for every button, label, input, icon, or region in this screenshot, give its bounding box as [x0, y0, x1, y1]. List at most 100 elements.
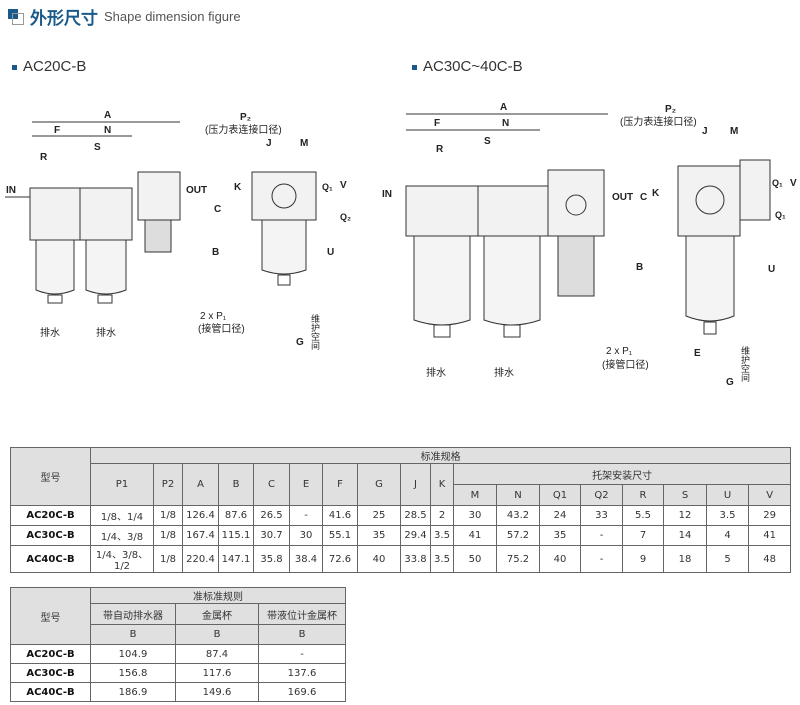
value-cell: 29.4 [400, 525, 431, 546]
model-cell: AC40C-B [10, 682, 91, 702]
value-cell: 104.9 [90, 644, 176, 664]
value-cell: 30 [289, 525, 323, 546]
value-cell: 115.1 [218, 525, 254, 546]
svg-text:R: R [40, 152, 48, 163]
value-cell: 4 [706, 525, 749, 546]
value-cell: 1/4、3/8 [90, 525, 154, 546]
value-cell: 5.5 [622, 505, 664, 526]
svg-text:Q₁: Q₁ [322, 182, 333, 192]
value-cell: 1/4、3/8、1/2 [90, 545, 154, 573]
ac30c-40c-drawing: A F N S R P₂ (压力表连接口径) IN OUT C K B J M … [382, 102, 797, 388]
svg-text:2 x P₁: 2 x P₁ [606, 346, 633, 357]
svg-text:J: J [702, 126, 708, 137]
value-cell: 55.1 [322, 525, 358, 546]
svg-text:P₂: P₂ [665, 104, 676, 115]
value-cell: 41 [453, 525, 497, 546]
svg-text:(压力表连接口径): (压力表连接口径) [205, 123, 282, 136]
value-cell: 1/8 [153, 545, 183, 573]
right-drawing-title: AC30C~40C-B [412, 58, 523, 75]
value-cell: 28.5 [400, 505, 431, 526]
svg-text:OUT: OUT [186, 185, 207, 196]
value-cell: 33.8 [400, 545, 431, 573]
value-cell: 30.7 [253, 525, 290, 546]
value-cell: 40 [539, 545, 581, 573]
svg-text:U: U [327, 247, 334, 258]
title-cn: 外形尺寸 [30, 9, 98, 29]
value-cell: 48 [747, 545, 792, 573]
svg-text:A: A [500, 102, 507, 113]
svg-text:排水: 排水 [40, 326, 60, 339]
svg-text:G: G [726, 377, 734, 388]
svg-text:B: B [212, 247, 219, 258]
value-cell: - [580, 545, 623, 573]
svg-text:N: N [502, 118, 509, 129]
svg-text:IN: IN [382, 189, 392, 200]
svg-text:V: V [790, 178, 797, 189]
value-cell: 72.6 [322, 545, 358, 573]
svg-text:Q₁: Q₁ [772, 178, 783, 188]
value-cell: 35 [357, 525, 401, 546]
value-cell: 30 [453, 505, 497, 526]
value-cell: 41.6 [322, 505, 358, 526]
svg-text:排水: 排水 [494, 366, 514, 379]
svg-text:OUT: OUT [612, 192, 633, 203]
model-cell: AC30C-B [10, 525, 91, 546]
svg-text:P₂: P₂ [240, 112, 251, 123]
value-cell: 38.4 [289, 545, 323, 573]
svg-text:V: V [340, 180, 347, 191]
svg-text:K: K [652, 188, 660, 199]
svg-text:排水: 排水 [96, 326, 116, 339]
svg-text:A: A [104, 110, 111, 121]
value-cell: 75.2 [496, 545, 540, 573]
svg-text:S: S [94, 142, 101, 153]
value-cell: 3.5 [430, 525, 454, 546]
left-drawing-title: AC20C-B [12, 58, 86, 75]
model-cell: AC30C-B [10, 663, 91, 683]
value-cell: 149.6 [175, 682, 259, 702]
svg-text:C: C [640, 192, 647, 203]
svg-text:F: F [434, 118, 440, 129]
value-cell: 156.8 [90, 663, 176, 683]
value-cell: 5 [706, 545, 749, 573]
svg-text:J: J [266, 138, 272, 149]
svg-text:S: S [484, 136, 491, 147]
svg-text:M: M [730, 126, 738, 137]
model-cell: AC40C-B [10, 545, 91, 573]
value-cell: 137.6 [258, 663, 346, 683]
model-cell: AC20C-B [10, 644, 91, 664]
value-cell: 26.5 [253, 505, 290, 526]
title-en: Shape dimension figure [104, 9, 241, 24]
value-cell: - [258, 644, 346, 664]
ac20c-drawing: A F N S R P₂ (压力表连接口径) IN OUT C K B J M … [5, 110, 351, 351]
value-cell: 35.8 [253, 545, 290, 573]
svg-text:排水: 排水 [426, 366, 446, 379]
value-cell: 126.4 [182, 505, 219, 526]
value-cell: 24 [539, 505, 581, 526]
value-cell: 9 [622, 545, 664, 573]
section-header: 外形尺寸 Shape dimension figure [8, 4, 241, 29]
value-cell: 40 [357, 545, 401, 573]
svg-text:IN: IN [6, 185, 16, 196]
value-cell: 50 [453, 545, 497, 573]
value-cell: 220.4 [182, 545, 219, 573]
value-cell: 186.9 [90, 682, 176, 702]
svg-text:G: G [296, 337, 304, 348]
value-cell: 41 [747, 525, 792, 546]
maintenance-space-label: 维护空间 [739, 345, 750, 383]
model-cell: AC20C-B [10, 505, 91, 526]
value-cell: 87.4 [175, 644, 259, 664]
svg-text:C: C [214, 204, 221, 215]
value-cell: 117.6 [175, 663, 259, 683]
value-cell: 167.4 [182, 525, 219, 546]
value-cell: 169.6 [258, 682, 346, 702]
svg-text:N: N [104, 125, 111, 136]
value-cell: 29 [747, 505, 792, 526]
svg-text:(接管口径): (接管口径) [602, 358, 649, 371]
